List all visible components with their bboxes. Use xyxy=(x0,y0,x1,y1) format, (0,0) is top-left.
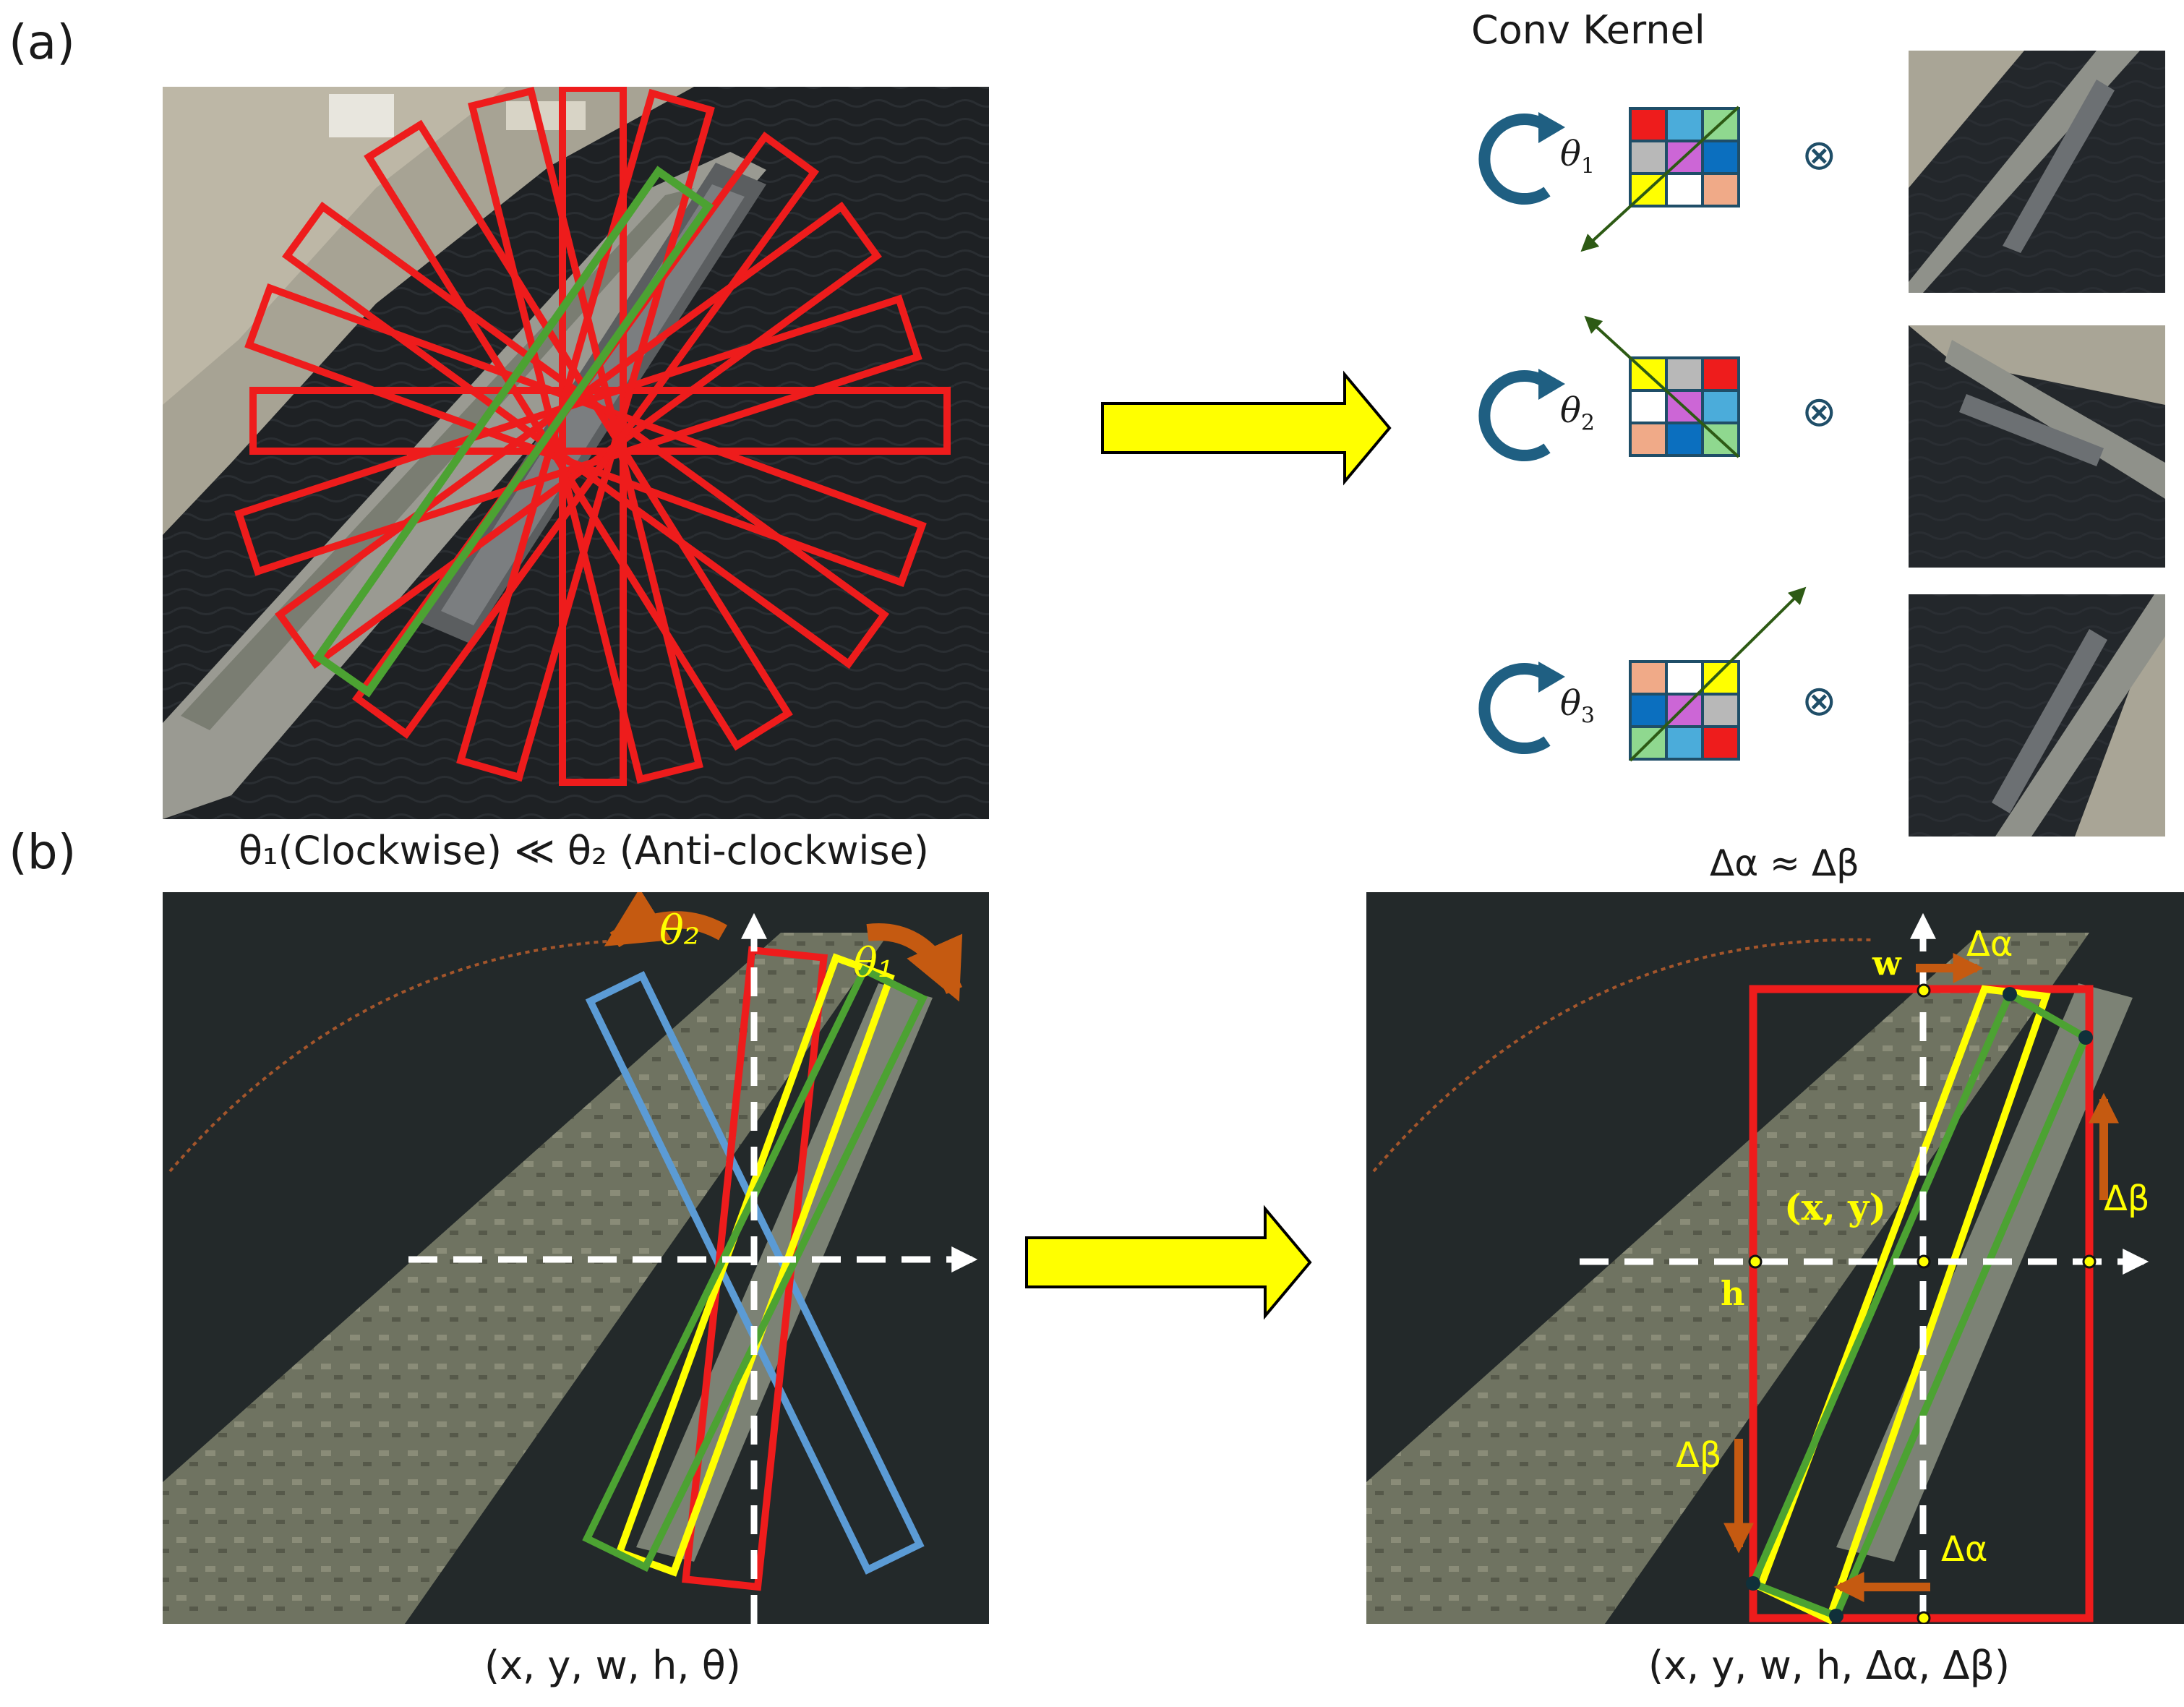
conv-operator-2: ⊗ xyxy=(1802,387,1837,436)
conv-operator-3: ⊗ xyxy=(1802,676,1837,725)
arrow-b xyxy=(1025,1205,1312,1320)
thumbnail-2 xyxy=(1909,325,2165,568)
satellite-image-a xyxy=(163,87,989,819)
thumbnail-3 xyxy=(1909,594,2165,837)
theta-1-label: θ1 xyxy=(1560,134,1595,179)
delta-alpha-top: Δα xyxy=(1966,924,2013,964)
rotated-boxes-left xyxy=(408,892,978,1624)
rotate-arrowheads xyxy=(1538,112,1565,693)
rotate-icon-3 xyxy=(1478,663,1551,754)
theta-2-label: θ2 xyxy=(1560,390,1595,436)
delta-alpha-bottom: Δα xyxy=(1941,1529,1988,1570)
theta-3-label: θ3 xyxy=(1560,683,1595,729)
caption-b-right: (x, y, w, h, Δα, Δβ) xyxy=(1648,1643,2010,1688)
thumbnail-1 xyxy=(1909,51,2165,293)
green-ground-truth-box xyxy=(312,166,714,698)
satellite-image-b-right xyxy=(1366,892,2184,1624)
delta-beta-right: Δβ xyxy=(2104,1178,2150,1219)
kernel-3 xyxy=(1629,660,1740,761)
kernel-title: Conv Kernel xyxy=(1471,7,1705,53)
caption-b-top: Δα ≈ Δβ xyxy=(1710,842,1859,884)
w-annotation: w xyxy=(1872,944,1901,983)
panel-b-label: (b) xyxy=(9,824,77,880)
rotate-icon-2 xyxy=(1478,370,1551,461)
corner-points xyxy=(1746,987,2093,1623)
xy-annotation: (x, y) xyxy=(1784,1186,1886,1228)
theta-1-annotation: θ₁ xyxy=(853,940,894,987)
conv-operator-1: ⊗ xyxy=(1802,130,1837,179)
arrow-a xyxy=(1101,370,1392,486)
caption-b-left: (x, y, w, h, θ) xyxy=(484,1643,741,1688)
anchor-points xyxy=(1748,983,2097,1624)
rotate-icon-1 xyxy=(1478,114,1551,205)
h-annotation: h xyxy=(1721,1274,1745,1313)
boxes-right xyxy=(1580,912,2149,1624)
theta-2-annotation: θ₂ xyxy=(659,907,701,954)
rotate-arrows xyxy=(1478,114,1551,754)
caption-a: θ₁(Clockwise) ≪ θ₂ (Anti-clockwise) xyxy=(239,828,929,873)
panel-a-label: (a) xyxy=(9,14,75,70)
delta-beta-left: Δβ xyxy=(1676,1435,1722,1476)
